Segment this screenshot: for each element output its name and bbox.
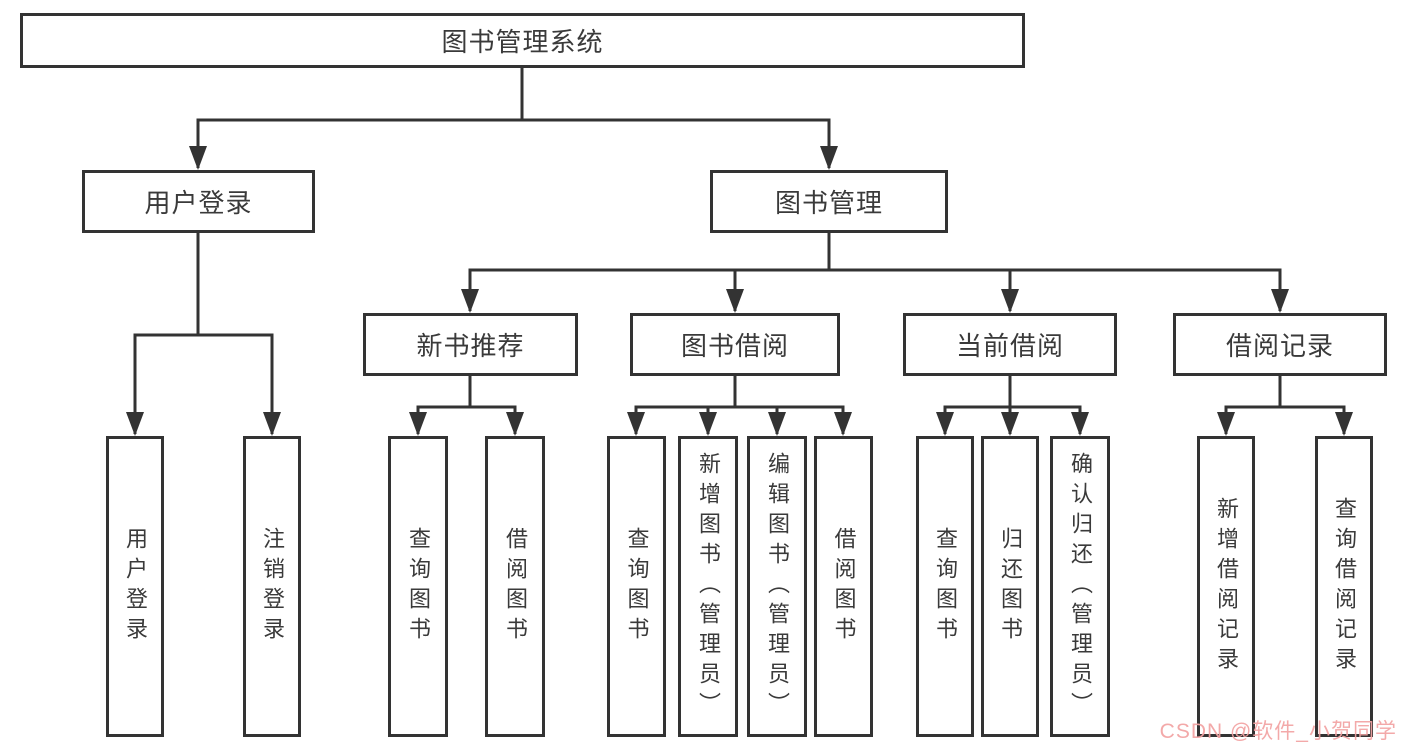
node-root: 图书管理系统: [20, 13, 1025, 68]
arrowheads: [126, 146, 1353, 436]
node-user-login: 用户登录: [82, 170, 315, 233]
leaf-add-borrow-record: 新增借阅记录: [1197, 436, 1255, 737]
leaf-query-borrow-record: 查询借阅记录: [1315, 436, 1373, 737]
leaf-label: 归还图书: [998, 526, 1023, 647]
node-label: 借阅记录: [1225, 331, 1334, 361]
leaf-label: 查询借阅记录: [1332, 496, 1357, 677]
leaf-user-login: 用户登录: [106, 436, 164, 737]
leaf-borrow-books: 借阅图书: [814, 436, 873, 737]
node-book-borrowing: 图书借阅: [630, 313, 840, 376]
leaf-logout: 注销登录: [243, 436, 301, 737]
leaf-label: 编辑图书（管理员）: [765, 451, 790, 722]
node-label: 图书管理: [774, 188, 883, 218]
leaf-label: 查询图书: [933, 526, 958, 647]
leaf-label: 确认归还（管理员）: [1068, 451, 1093, 722]
leaf-label: 新增图书（管理员）: [696, 451, 721, 722]
csdn-watermark: CSDN @软件_小贺同学: [1159, 720, 1397, 743]
node-current-borrowing: 当前借阅: [903, 313, 1117, 376]
leaf-label: 借阅图书: [503, 526, 528, 647]
node-root-label: 图书管理系统: [441, 27, 604, 57]
node-label: 用户登录: [144, 188, 253, 218]
leaf-query-books-current: 查询图书: [916, 436, 974, 737]
leaf-query-books-recommend: 查询图书: [388, 436, 448, 737]
leaf-label: 借阅图书: [831, 526, 857, 647]
leaf-label: 查询图书: [406, 526, 431, 647]
node-book-management: 图书管理: [710, 170, 948, 233]
node-label: 当前借阅: [955, 331, 1064, 361]
leaf-return-books: 归还图书: [981, 436, 1039, 737]
leaf-label: 用户登录: [123, 526, 148, 647]
node-new-book-recommend: 新书推荐: [363, 313, 578, 376]
leaf-label: 注销登录: [260, 526, 285, 647]
node-label: 新书推荐: [416, 331, 525, 361]
node-borrowing-records: 借阅记录: [1173, 313, 1387, 376]
leaf-label: 查询图书: [624, 526, 650, 647]
leaf-edit-books-admin: 编辑图书（管理员）: [747, 436, 807, 737]
leaf-confirm-return-admin: 确认归还（管理员）: [1050, 436, 1110, 737]
leaf-add-books-admin: 新增图书（管理员）: [678, 436, 738, 737]
node-label: 图书借阅: [680, 331, 789, 361]
leaf-label: 新增借阅记录: [1214, 496, 1239, 677]
connector-paths: [133, 68, 1346, 434]
leaf-borrow-books-recommend: 借阅图书: [485, 436, 545, 737]
leaf-query-books-borrow: 查询图书: [607, 436, 666, 737]
